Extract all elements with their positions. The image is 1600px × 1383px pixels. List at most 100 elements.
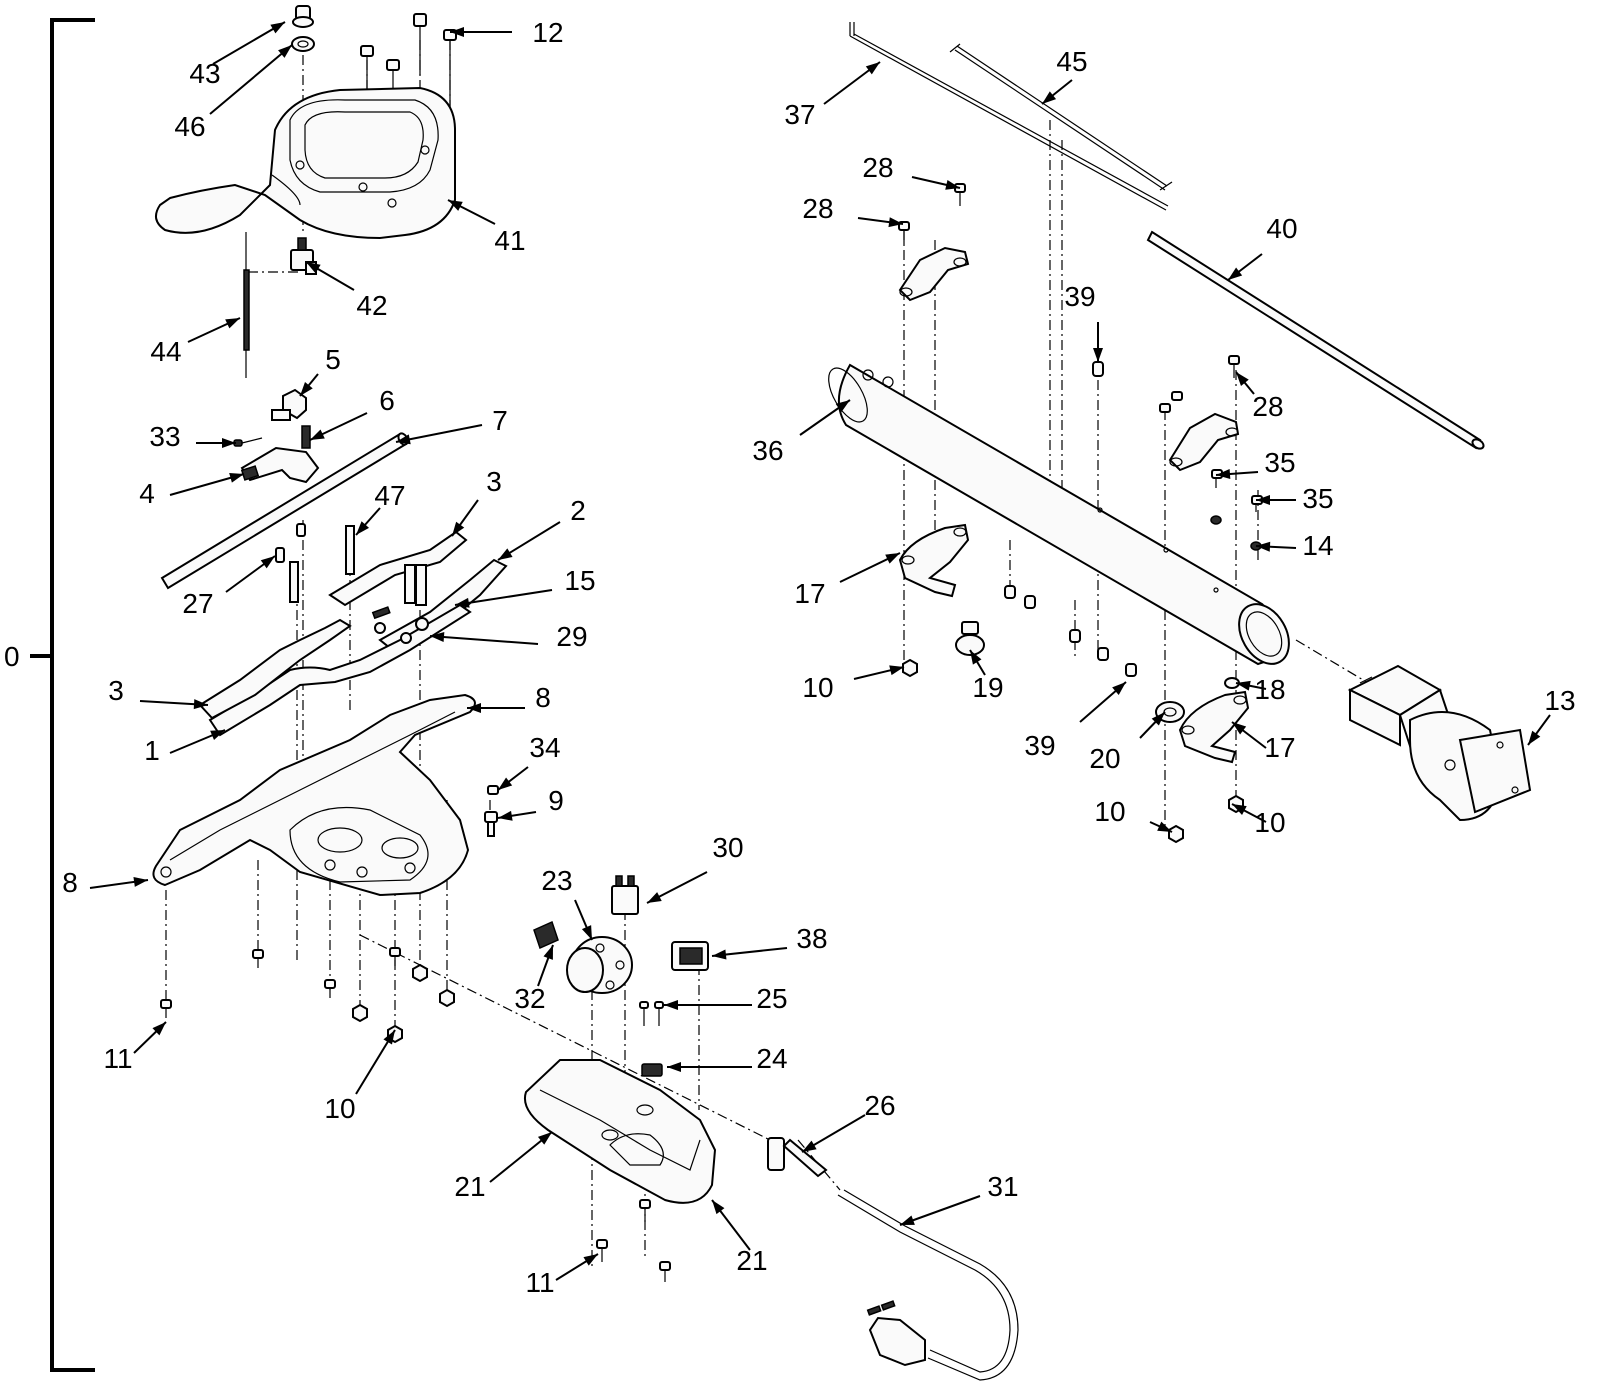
part-10-nuts (352, 963, 455, 1044)
upper-clamp-right (1159, 391, 1240, 472)
part-11-cover-screws (596, 1199, 671, 1282)
part-37-rod (849, 22, 1169, 211)
callout-number: 19 (972, 672, 1003, 703)
callout-arrowhead (133, 876, 148, 887)
part-11-screws (160, 947, 401, 1018)
part-47-pin (345, 525, 355, 575)
callout-leader-line (429, 635, 539, 645)
callout-c39b: 39 (1024, 681, 1127, 761)
callout-c7: 7 (395, 405, 508, 445)
callout-c31: 31 (899, 1171, 1019, 1226)
part-42-switch (290, 237, 317, 275)
callout-number: 46 (174, 111, 205, 142)
callout-arrowhead (306, 262, 321, 274)
part-21-bottom-cover (524, 1059, 717, 1204)
callout-arrowhead (222, 438, 236, 448)
callout-c13: 13 (1527, 685, 1576, 746)
callout-number: 28 (1252, 391, 1283, 422)
upper-clamp-left (898, 246, 970, 302)
callout-c20: 20 (1089, 711, 1166, 774)
part-8-base-housing (152, 693, 476, 897)
callout-arrowhead (802, 1140, 817, 1152)
callout-c28b: 28 (802, 193, 904, 228)
callout-arrowhead (543, 945, 553, 960)
callout-arrowhead (225, 318, 240, 329)
callout-number: 42 (356, 290, 387, 321)
callout-c28c: 28 (1235, 371, 1284, 422)
callout-number: 35 (1264, 447, 1295, 478)
callout-number: 27 (182, 588, 213, 619)
callout-c35a: 35 (1215, 447, 1296, 479)
callout-c40: 40 (1227, 213, 1298, 281)
callout-number: 29 (556, 621, 587, 652)
part-38-socket (671, 941, 709, 971)
callout-c10c: 10 (1094, 796, 1173, 833)
callout-number: 47 (374, 480, 405, 511)
callout-c28a: 28 (862, 152, 961, 190)
assembly-label: 0 (4, 641, 20, 672)
callout-number: 24 (756, 1043, 787, 1074)
part-4-trigger (240, 446, 320, 484)
callout-c19: 19 (969, 649, 1004, 703)
callout-number: 41 (494, 225, 525, 256)
callout-arrowhead (278, 45, 292, 58)
callout-number: 15 (564, 565, 595, 596)
callout-arrowhead (1232, 722, 1247, 735)
callout-c11a: 11 (103, 1021, 167, 1074)
callout-arrowhead (300, 381, 313, 396)
part-25-screws (639, 1001, 664, 1026)
callout-arrowhead (664, 1000, 678, 1010)
callout-arrowhead (889, 665, 904, 676)
callout-arrowhead (537, 1132, 552, 1145)
callout-c4: 4 (139, 473, 245, 509)
callout-leader-line (209, 44, 293, 115)
callout-c11b: 11 (525, 1253, 599, 1298)
callout-arrowhead (1256, 495, 1270, 505)
part-10-nuts-right (902, 658, 1244, 844)
callout-c29: 29 (429, 621, 588, 652)
part-5-latch-bracket (271, 388, 307, 421)
callout-number: 43 (189, 58, 220, 89)
callout-c46: 46 (174, 44, 293, 142)
callout-arrowhead (1216, 469, 1231, 479)
callout-arrowhead (229, 473, 244, 483)
callout-arrowhead (1528, 730, 1541, 745)
part-20-washer (1155, 701, 1185, 723)
callout-number: 28 (862, 152, 893, 183)
part-31-power-cord (837, 1189, 1019, 1381)
callout-arrowhead (1151, 712, 1165, 726)
callout-arrowhead (712, 949, 727, 960)
callout-arrowhead (498, 810, 513, 821)
callout-number: 21 (454, 1171, 485, 1202)
callout-number: 10 (1094, 796, 1125, 827)
callout-arrowhead (356, 521, 370, 535)
callout-c44: 44 (150, 317, 241, 367)
callout-c3b: 3 (108, 675, 209, 710)
callout-arrowhead (1042, 91, 1057, 104)
callout-c32: 32 (514, 944, 554, 1014)
callout-c23: 23 (541, 865, 593, 941)
callout-c43: 43 (189, 21, 286, 89)
callout-arrowhead (152, 1022, 166, 1036)
callout-number: 39 (1024, 730, 1055, 761)
callout-arrowhead (581, 925, 592, 940)
part-44-wire (243, 232, 250, 378)
callout-number: 17 (1264, 732, 1295, 763)
callout-number: 11 (525, 1267, 554, 1298)
part-24-clip (641, 1063, 663, 1077)
part-6-spring (301, 425, 311, 449)
callout-number: 28 (802, 193, 833, 224)
callout-c5: 5 (299, 344, 341, 397)
callout-number: 9 (548, 785, 564, 816)
callout-leader-line (454, 589, 553, 606)
callout-number: 44 (150, 336, 181, 367)
callout-number: 31 (987, 1171, 1018, 1202)
callout-arrowhead (498, 777, 513, 790)
callout-arrowhead (1256, 541, 1271, 552)
callout-number: 1 (144, 735, 160, 766)
part-39-bushings (1004, 361, 1137, 677)
callout-c21b: 21 (711, 1199, 768, 1276)
callout-c12: 12 (450, 17, 564, 48)
